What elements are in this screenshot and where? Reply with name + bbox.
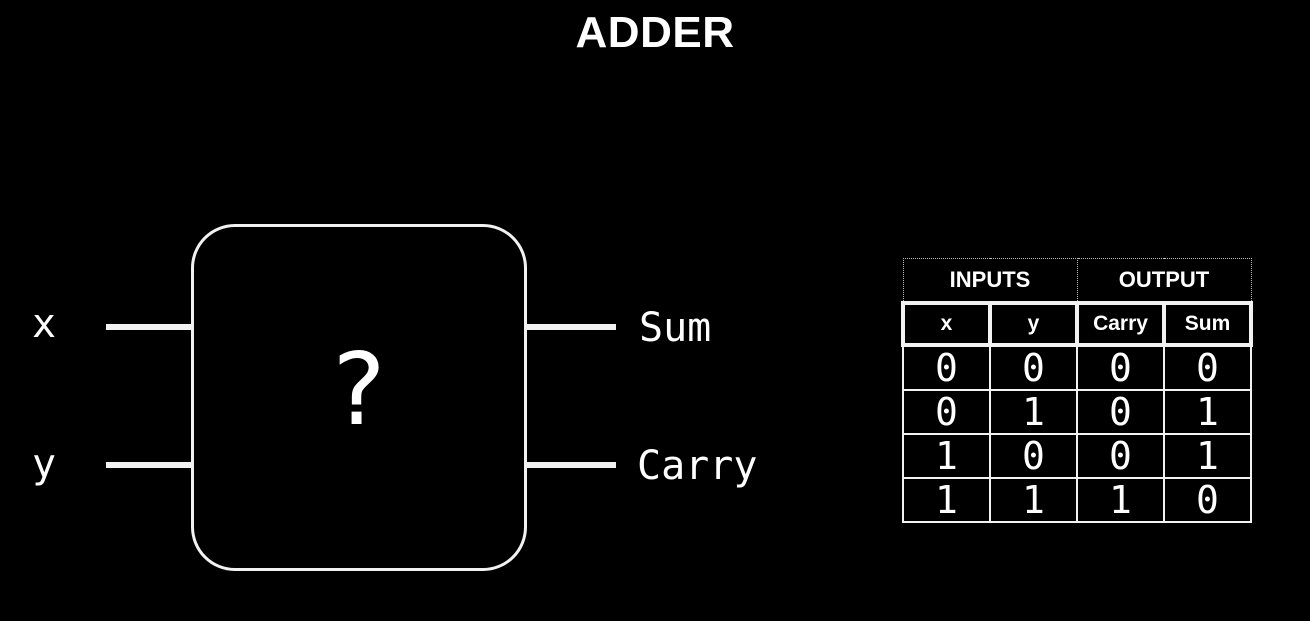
- table-cell: 1: [902, 477, 991, 523]
- table-cell: 0: [1076, 389, 1165, 435]
- table-cell: 1: [1163, 389, 1252, 435]
- input-x-label: x: [32, 301, 57, 347]
- input-y-label: y: [32, 441, 57, 487]
- input-x-wire: [106, 324, 193, 330]
- page-title: ADDER: [575, 8, 735, 57]
- truth-table: INPUTS OUTPUT x y Carry Sum 0 0 0 0 0 1 …: [901, 258, 1253, 523]
- table-cell: 0: [1163, 477, 1252, 523]
- table-cell: 1: [1076, 477, 1165, 523]
- table-cell: 0: [902, 344, 991, 391]
- output-carry-wire: [525, 462, 616, 468]
- table-cell: 1: [989, 389, 1078, 435]
- input-y-wire: [106, 462, 193, 468]
- table-cell: 0: [989, 344, 1078, 391]
- output-sum-wire: [525, 324, 616, 330]
- table-cell: 0: [989, 433, 1078, 479]
- output-sum-label: Sum: [639, 305, 712, 351]
- column-header-x: x: [901, 301, 992, 347]
- adder-block: [191, 224, 527, 571]
- inputs-group-header: INPUTS: [902, 258, 1078, 304]
- output-carry-label: Carry: [637, 443, 758, 489]
- table-cell: 1: [1163, 433, 1252, 479]
- adder-block-diagram: ? x y Sum Carry: [32, 224, 758, 571]
- table-row: 1 0 0 1: [902, 433, 1252, 479]
- table-row: 1 1 1 0: [902, 477, 1252, 523]
- table-cell: 1: [989, 477, 1078, 523]
- column-header-y: y: [988, 301, 1079, 347]
- column-header-sum: Sum: [1162, 301, 1253, 347]
- table-cell: 0: [1163, 344, 1252, 391]
- table-row: 0 1 0 1: [902, 389, 1252, 435]
- truth-table-group-header: INPUTS OUTPUT: [902, 258, 1252, 304]
- table-cell: 1: [902, 433, 991, 479]
- unknown-logic-symbol: ?: [332, 331, 386, 448]
- table-row: 0 0 0 0: [902, 344, 1252, 391]
- truth-table-column-header: x y Carry Sum: [901, 301, 1253, 347]
- output-group-header: OUTPUT: [1076, 258, 1252, 304]
- table-cell: 0: [1076, 433, 1165, 479]
- column-header-carry: Carry: [1075, 301, 1166, 347]
- table-cell: 0: [902, 389, 991, 435]
- table-cell: 0: [1076, 344, 1165, 391]
